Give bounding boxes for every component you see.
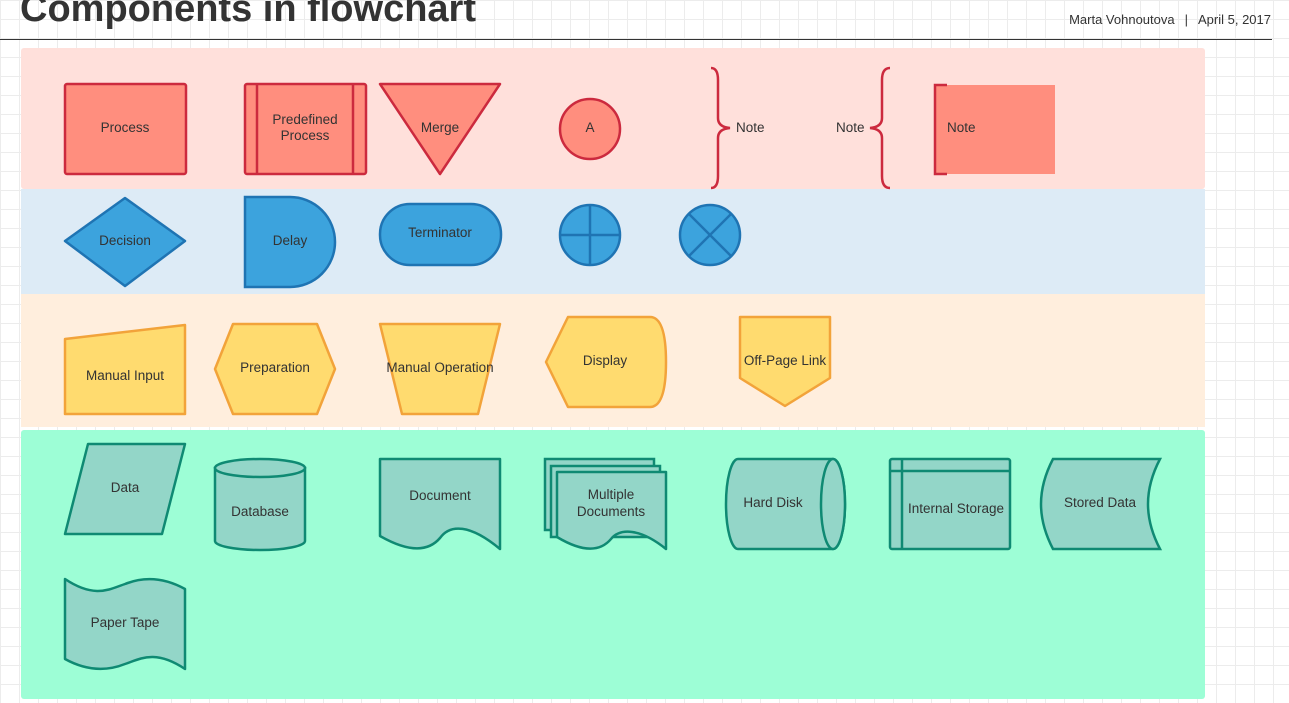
merge-shape[interactable]: Merge <box>378 82 502 176</box>
delay-shape[interactable]: Delay <box>243 195 337 289</box>
decision-shape[interactable]: Decision <box>63 196 187 288</box>
display-shape[interactable]: Display <box>544 315 668 409</box>
merge-label: Merge <box>421 120 459 135</box>
hard-disk-shape[interactable]: Hard Disk <box>724 457 847 551</box>
document-label: Document <box>409 488 471 503</box>
page-title: Components in flowchart <box>20 0 476 30</box>
meta-separator: | <box>1184 12 1188 27</box>
manual-input-label: Manual Input <box>86 368 164 383</box>
decision-label: Decision <box>99 233 151 248</box>
preparation-shape[interactable]: Preparation <box>213 322 337 416</box>
connector-label: A <box>585 120 594 135</box>
terminator-label: Terminator <box>408 225 472 240</box>
note-right-label: Note <box>836 120 865 135</box>
delay-label: Delay <box>273 233 308 248</box>
paper-tape-shape[interactable]: Paper Tape <box>63 577 187 671</box>
data-shape[interactable]: Data <box>63 442 187 536</box>
manual-input-shape[interactable]: Manual Input <box>63 323 187 416</box>
database-shape[interactable]: Database <box>213 457 307 552</box>
internal-storage-label: Internal Storage <box>908 501 1004 516</box>
off-page-link-label: Off-Page Link <box>744 353 827 368</box>
annotation-brace-right[interactable]: Note <box>836 66 891 190</box>
preparation-label: Preparation <box>240 360 310 375</box>
author-name: Marta Vohnoutova <box>1069 12 1175 27</box>
predefined-process-shape[interactable]: Predefined Process <box>243 82 368 176</box>
predefined-process-label-line2: Process <box>281 128 330 143</box>
connector-shape[interactable]: A <box>558 97 622 161</box>
header-meta: Marta Vohnoutova | April 5, 2017 <box>1069 12 1271 27</box>
or-junction-shape[interactable] <box>558 203 622 267</box>
manual-operation-label: Manual Operation <box>386 360 493 375</box>
process-shape[interactable]: Process <box>63 82 188 176</box>
note-left-label: Note <box>736 120 765 135</box>
internal-storage-shape[interactable]: Internal Storage <box>888 457 1012 551</box>
multiple-documents-shape[interactable]: Multiple Documents <box>543 457 668 551</box>
stored-data-label: Stored Data <box>1064 495 1137 510</box>
database-label: Database <box>231 504 289 519</box>
annotation-brace-left[interactable]: Note <box>710 66 765 190</box>
process-label: Process <box>101 120 150 135</box>
multiple-documents-label-line1: Multiple <box>588 487 635 502</box>
display-label: Display <box>583 353 628 368</box>
terminator-shape[interactable]: Terminator <box>378 202 503 267</box>
paper-tape-label: Paper Tape <box>91 615 160 630</box>
multiple-documents-label-line2: Documents <box>577 504 646 519</box>
document-date: April 5, 2017 <box>1198 12 1271 27</box>
hard-disk-label: Hard Disk <box>743 495 803 510</box>
note-box-label: Note <box>947 120 976 135</box>
header-divider <box>0 39 1272 40</box>
note-box-shape[interactable]: Note <box>933 83 1055 176</box>
summing-junction-shape[interactable] <box>678 203 742 267</box>
off-page-link-shape[interactable]: Off-Page Link <box>738 315 832 408</box>
document-shape[interactable]: Document <box>378 457 502 551</box>
stored-data-shape[interactable]: Stored Data <box>1039 457 1163 551</box>
data-label: Data <box>111 480 140 495</box>
predefined-process-label-line1: Predefined <box>272 112 337 127</box>
manual-operation-shape[interactable]: Manual Operation <box>378 322 502 416</box>
